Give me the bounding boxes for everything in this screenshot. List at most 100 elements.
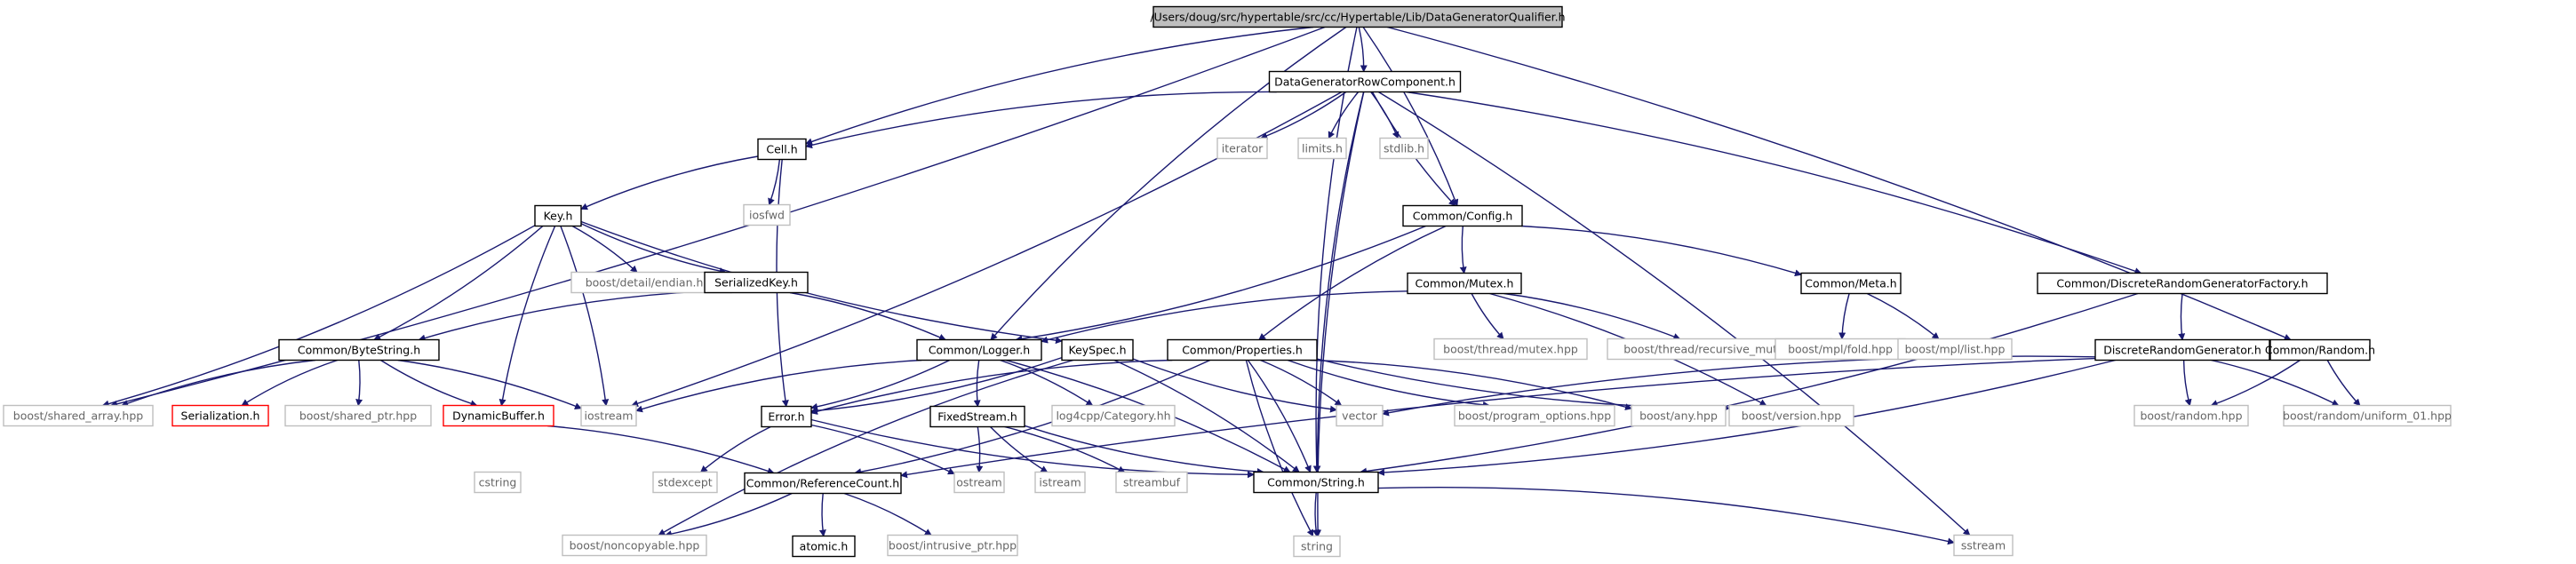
- node-iostream-label: iostream: [585, 409, 634, 423]
- node-cstring-label: cstring: [479, 476, 517, 489]
- edge-error-to-ostream: [810, 424, 955, 475]
- node-serialization-label: Serialization.h: [181, 409, 260, 423]
- node-serialization-box[interactable]: [171, 404, 269, 427]
- node-brandom-box: [2133, 404, 2249, 427]
- node-cell[interactable]: Cell.h: [757, 138, 807, 161]
- node-refcount[interactable]: Common/ReferenceCount.h: [744, 472, 902, 495]
- edge-rowcomp-to-cell: [805, 91, 1277, 149]
- node-cstr-label: Common/String.h: [1267, 476, 1365, 489]
- edge-props-to-refcount: [854, 359, 1211, 476]
- node-uniform-label: boost/random/uniform_01.hpp: [2283, 409, 2452, 423]
- node-cstr[interactable]: Common/String.h: [1253, 471, 1379, 494]
- node-drg[interactable]: DiscreteRandomGenerator.h: [2094, 338, 2270, 361]
- edge-rowcomp-to-sstream: [1377, 91, 1971, 536]
- node-config-box[interactable]: [1402, 204, 1523, 227]
- edge-props-to-vector: [1260, 359, 1343, 407]
- edge-cstr-to-sstream: [1377, 487, 1955, 545]
- node-error-box[interactable]: [761, 405, 812, 428]
- edge-key-to-bytestring: [373, 225, 544, 341]
- node-any-label: boost/any.hpp: [1639, 409, 1718, 423]
- edge-refcount-to-intrusive: [843, 492, 932, 536]
- edge-root-to-cell: [805, 26, 1314, 146]
- node-any: boost/any.hpp: [1631, 404, 1727, 427]
- node-vector: vector: [1336, 404, 1384, 427]
- edge-serkey-to-bytestring: [418, 290, 706, 342]
- node-refcount-box[interactable]: [744, 472, 902, 495]
- node-limits-label: limits.h: [1302, 142, 1343, 155]
- node-cell-box[interactable]: [757, 138, 807, 161]
- edge-fixedstream-to-streambuf: [1004, 425, 1126, 473]
- node-shared_array: boost/shared_array.hpp: [3, 404, 154, 427]
- node-drgf[interactable]: Common/DiscreteRandomGeneratorFactory.h: [2037, 272, 2328, 295]
- node-random-box[interactable]: [2269, 338, 2371, 361]
- node-props[interactable]: Common/Properties.h: [1167, 338, 1318, 361]
- node-sstream-label: sstream: [1961, 539, 2006, 552]
- node-drg-box[interactable]: [2094, 338, 2270, 361]
- node-fixedstream-box[interactable]: [929, 405, 1025, 428]
- node-streambuf-label: streambuf: [1123, 476, 1181, 489]
- node-meta[interactable]: Common/Meta.h: [1800, 272, 1902, 295]
- node-atomic[interactable]: atomic.h: [792, 535, 856, 558]
- node-iostream-box: [580, 404, 637, 427]
- node-logger[interactable]: Common/Logger.h: [916, 338, 1042, 361]
- node-root-box[interactable]: [1152, 5, 1563, 28]
- node-rowcomp[interactable]: DataGeneratorRowComponent.h: [1268, 70, 1462, 93]
- node-mutex-box[interactable]: [1407, 272, 1522, 295]
- edge-mutex-to-logger: [1041, 290, 1408, 344]
- node-mutex[interactable]: Common/Mutex.h: [1407, 272, 1522, 295]
- edge-props-to-cstr: [1247, 360, 1312, 473]
- node-logger-box[interactable]: [916, 338, 1042, 361]
- edge-config-to-logger: [1015, 225, 1426, 343]
- node-fixedstream[interactable]: FixedStream.h: [929, 405, 1025, 428]
- node-serkey-box[interactable]: [704, 271, 809, 294]
- edge-key-to-serkey: [580, 223, 727, 274]
- edge-props-to-error: [810, 359, 1173, 415]
- node-serkey-label: SerializedKey.h: [714, 276, 798, 290]
- node-mpllist-label: boost/mpl/list.hpp: [1905, 343, 2006, 356]
- node-keyspec[interactable]: KeySpec.h: [1061, 338, 1134, 361]
- node-props-box[interactable]: [1167, 338, 1318, 361]
- node-iostream: iostream: [580, 404, 637, 427]
- edge-meta-to-mplfold: [1838, 293, 1850, 340]
- node-error[interactable]: Error.h: [761, 405, 812, 428]
- node-bytestring-box[interactable]: [278, 338, 440, 361]
- node-drgf-box[interactable]: [2037, 272, 2328, 295]
- edge-config-to-props: [1258, 225, 1447, 341]
- node-key[interactable]: Key.h: [534, 204, 582, 227]
- node-string-label: string: [1301, 540, 1333, 553]
- node-key-box[interactable]: [534, 204, 582, 227]
- edge-random-to-brandom: [2210, 359, 2301, 407]
- node-keyspec-box[interactable]: [1061, 338, 1134, 361]
- node-random[interactable]: Common/Random.h: [2265, 338, 2375, 361]
- edge-cell-to-key: [580, 155, 759, 211]
- edge-key-to-iostream: [560, 226, 610, 407]
- node-meta-box[interactable]: [1800, 272, 1902, 295]
- node-root[interactable]: /Users/doug/src/hypertable/src/cc/Hypert…: [1150, 5, 1566, 28]
- edge-bytestring-to-serialization: [241, 359, 339, 407]
- node-bytestring[interactable]: Common/ByteString.h: [278, 338, 440, 361]
- node-config[interactable]: Common/Config.h: [1402, 204, 1523, 227]
- node-serkey[interactable]: SerializedKey.h: [704, 271, 809, 294]
- edge-serkey-to-logger: [789, 291, 946, 341]
- node-drgf-label: Common/DiscreteRandomGeneratorFactory.h: [2056, 277, 2308, 290]
- node-drg-label: DiscreteRandomGenerator.h: [2103, 344, 2261, 357]
- node-rowcomp-box[interactable]: [1268, 70, 1462, 93]
- node-dynbuf[interactable]: DynamicBuffer.h: [443, 404, 554, 427]
- node-thmutex-box: [1433, 338, 1588, 361]
- node-log4cpp-label: log4cpp/Category.hh: [1056, 409, 1170, 423]
- node-iosfwd-label: iosfwd: [749, 209, 785, 222]
- node-fixedstream-label: FixedStream.h: [937, 410, 1017, 424]
- node-cstr-box[interactable]: [1253, 471, 1379, 494]
- node-iterator-box: [1216, 137, 1268, 160]
- edge-props-to-string: [1245, 360, 1314, 537]
- edge-drg-to-uniform: [2211, 359, 2340, 407]
- node-limits-box: [1297, 137, 1347, 160]
- edge-cstr-to-string: [1312, 492, 1320, 537]
- node-bytestring-label: Common/ByteString.h: [298, 344, 420, 357]
- node-streambuf-box: [1115, 471, 1188, 494]
- node-logger-label: Common/Logger.h: [929, 344, 1030, 357]
- node-atomic-box[interactable]: [792, 535, 856, 558]
- node-serialization[interactable]: Serialization.h: [171, 404, 269, 427]
- node-dynbuf-box[interactable]: [443, 404, 554, 427]
